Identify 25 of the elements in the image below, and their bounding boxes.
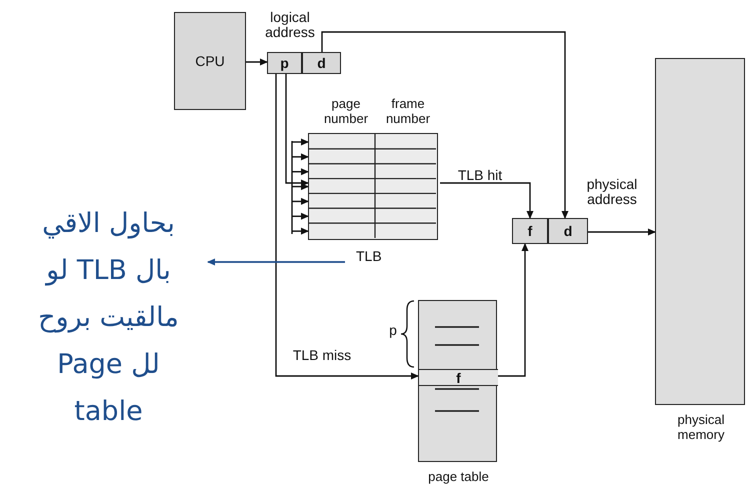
cpu-box: CPU <box>174 12 246 110</box>
handwritten-note: بحاول الاقي بال TLB لو مالقيت بروح لل Page table <box>37 207 180 429</box>
leader-arrow <box>207 258 345 266</box>
arrow <box>588 228 656 236</box>
arrow <box>321 31 568 219</box>
column-header: page number <box>322 96 370 126</box>
address-cell: d <box>302 52 341 74</box>
column-header: frame number <box>384 96 432 126</box>
address-cell: f <box>512 218 548 244</box>
node-label: page table <box>427 469 490 484</box>
table-label: TLB <box>356 249 382 264</box>
address-cell: p <box>267 52 302 74</box>
arrow <box>285 74 309 235</box>
arrow <box>246 58 268 66</box>
node-label: physical memory <box>676 412 726 442</box>
brace-label: p <box>388 323 398 338</box>
table-entry: f <box>419 369 498 386</box>
arrow <box>440 182 534 219</box>
address-label: physical address <box>586 177 638 207</box>
arrow <box>275 74 419 380</box>
address-cell: d <box>548 218 588 244</box>
edge-label: TLB miss <box>292 348 352 363</box>
address-label: logical address <box>264 10 316 40</box>
edge-label: TLB hit <box>456 168 504 183</box>
arrow <box>498 243 528 377</box>
